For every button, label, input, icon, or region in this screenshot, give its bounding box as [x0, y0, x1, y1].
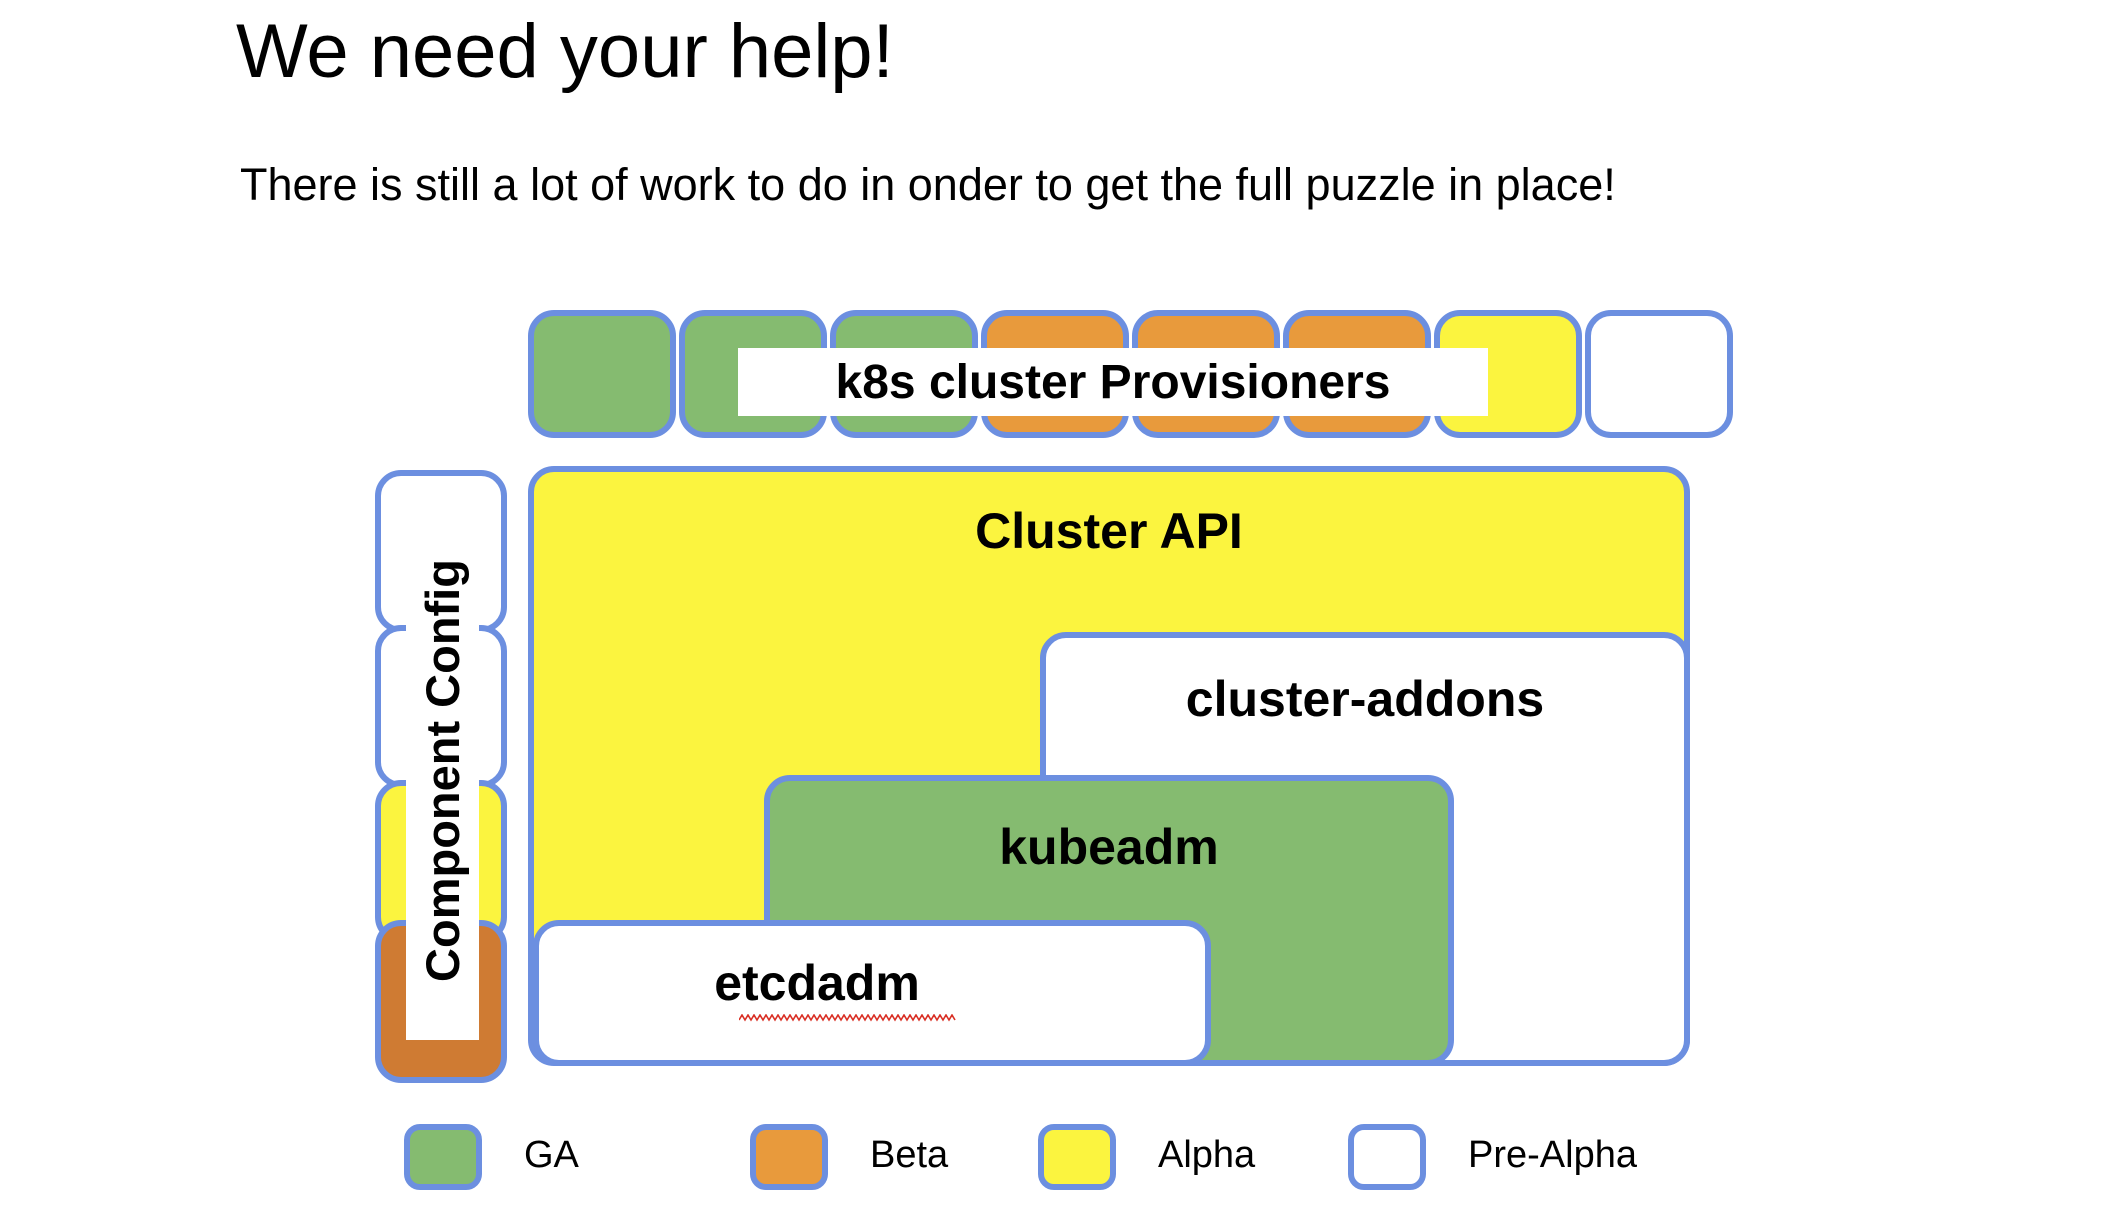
page-subtitle: There is still a lot of work to do in on… [240, 159, 1616, 210]
legend-label-pre-alpha: Pre-Alpha [1468, 1134, 1637, 1176]
provisioner-box-8[interactable] [1585, 310, 1733, 438]
etcdadm-box[interactable]: etcdadm [533, 920, 1211, 1066]
legend-swatch-ga [404, 1124, 482, 1190]
provisioner-box-1[interactable] [528, 310, 676, 438]
cluster-addons-label: cluster-addons [1185, 671, 1545, 727]
component-config-label: Component Config [416, 558, 470, 982]
legend-swatch-pre-alpha [1348, 1124, 1426, 1190]
kubeadm-label: kubeadm [999, 819, 1219, 875]
legend-label-beta: Beta [870, 1134, 949, 1176]
legend-label-ga: GA [524, 1134, 579, 1176]
legend-swatch-alpha [1038, 1124, 1116, 1190]
cluster-api-label: Cluster API [975, 503, 1243, 559]
page-title: We need your help! [236, 9, 894, 94]
provisioners-label: k8s cluster Provisioners [835, 355, 1391, 409]
legend-swatch-beta [750, 1124, 828, 1190]
component-config-label-strip: Component Config [406, 500, 479, 1040]
legend-label-alpha: Alpha [1158, 1134, 1256, 1176]
etcdadm-label: etcdadm [714, 955, 920, 1011]
provisioners-banner: k8s cluster Provisioners [738, 348, 1488, 416]
spellcheck-squiggle-icon [739, 1014, 956, 1022]
